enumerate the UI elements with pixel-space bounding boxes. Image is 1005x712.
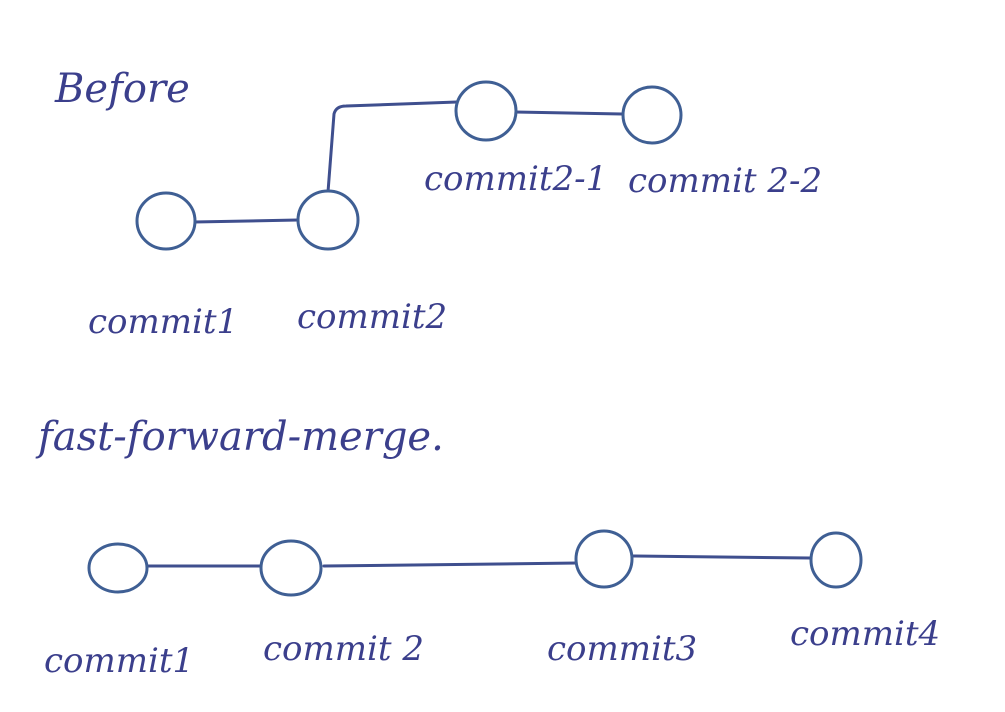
edge-commit2-1-commit2-2 <box>513 110 624 116</box>
after-node-commit1 <box>87 542 149 594</box>
before-label-commit2-2: commit 2-2 <box>628 161 822 201</box>
edge-commit1-commit2 <box>192 218 300 224</box>
after-node-commit4 <box>809 531 863 589</box>
after-node-commit2 <box>259 539 323 597</box>
before-node-commit2-1 <box>454 80 518 142</box>
after-heading: fast-forward-merge. <box>35 414 444 460</box>
before-node-commit1 <box>135 191 197 251</box>
edge-commit2-commit2-1 <box>326 100 459 194</box>
before-node-commit2 <box>296 189 360 251</box>
after-label-commit2: commit 2 <box>263 629 424 669</box>
edge-merged-commit3-commit4 <box>630 554 812 560</box>
after-label-commit4: commit4 <box>790 614 940 654</box>
before-label-commit1: commit1 <box>88 302 238 342</box>
before-label-commit2-1: commit2-1 <box>424 159 607 199</box>
after-label-commit1: commit1 <box>44 641 194 681</box>
before-node-commit2-2 <box>621 85 683 145</box>
after-label-commit3: commit3 <box>547 629 697 669</box>
after-node-commit3 <box>574 529 634 589</box>
before-heading: Before <box>54 66 190 112</box>
edge-merged-commit2-commit3 <box>322 561 580 568</box>
before-label-commit2: commit2 <box>297 297 447 337</box>
